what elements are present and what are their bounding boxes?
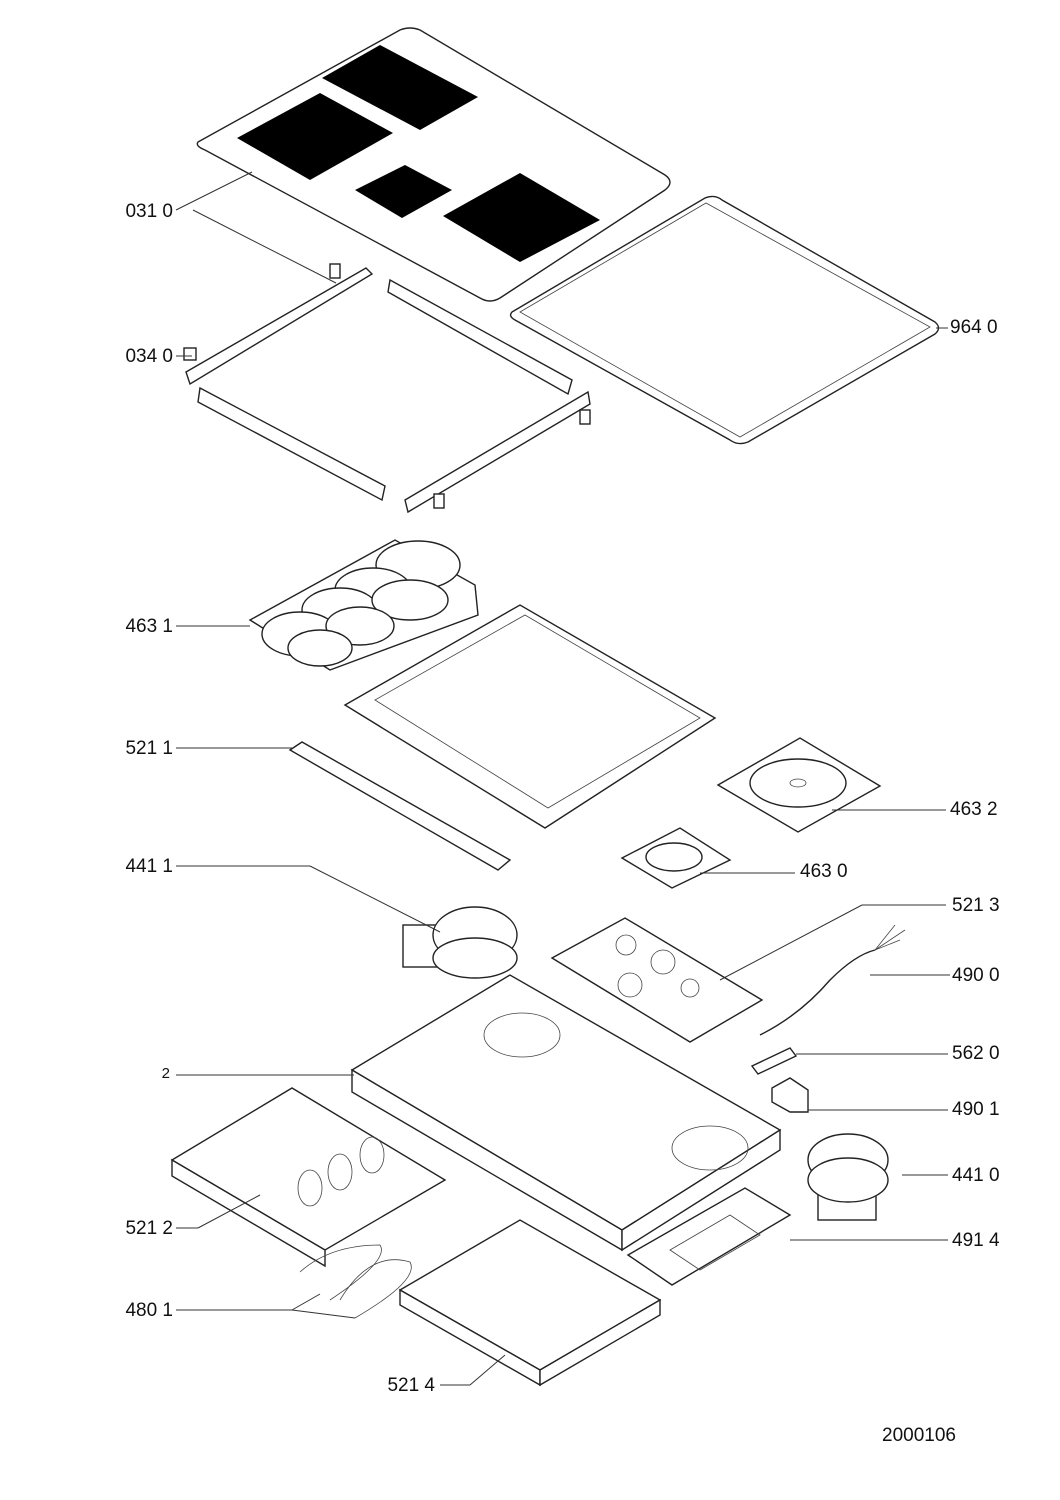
cooling-fan-left — [402, 906, 518, 979]
control-strip — [288, 741, 512, 871]
cooking-zone-1 — [322, 45, 478, 130]
label-5212: 521 2 — [125, 1218, 173, 1239]
induction-coil-plate — [248, 539, 479, 671]
support-tray — [343, 604, 717, 829]
label-0310: 031 0 — [125, 201, 173, 222]
label-4410: 441 0 — [952, 1165, 1000, 1186]
label-5620: 562 0 — [952, 1043, 1000, 1064]
power-board-left — [170, 1087, 447, 1268]
cooking-zone-4 — [443, 173, 600, 262]
wire-harness — [299, 1244, 412, 1319]
leader-lines — [175, 171, 950, 1386]
label-4901: 490 1 — [952, 1099, 1000, 1120]
label-4411: 441 1 — [125, 856, 173, 877]
label-4632: 463 2 — [950, 799, 998, 820]
power-board-right — [550, 917, 764, 1043]
label-4630: 463 0 — [800, 861, 848, 882]
label-5214: 521 4 — [387, 1375, 435, 1396]
label-5213: 521 3 — [952, 895, 1000, 916]
power-board-bottom — [398, 1219, 662, 1387]
label-4900: 490 0 — [952, 965, 1000, 986]
frame-rails — [183, 263, 591, 514]
label-4631: 463 1 — [125, 616, 173, 637]
glass-ceramic-top — [196, 27, 671, 302]
label-9640: 964 0 — [950, 317, 998, 338]
label-0340: 034 0 — [125, 346, 173, 367]
coil-large — [716, 737, 882, 833]
cable-clamp — [771, 1077, 809, 1113]
control-board — [626, 1187, 792, 1286]
drawing-number: 2000106 — [882, 1425, 956, 1446]
cooking-zone-3 — [355, 165, 452, 218]
base-housing — [350, 974, 782, 1252]
coil-small — [620, 827, 732, 889]
label-2: 2 — [161, 1065, 170, 1082]
fuse — [750, 1047, 798, 1075]
cooling-fan-right — [807, 1133, 889, 1221]
mains-cable — [759, 924, 906, 1036]
label-5211: 521 1 — [125, 738, 173, 759]
cooking-zone-2 — [237, 93, 393, 180]
label-4801: 480 1 — [125, 1300, 173, 1321]
label-4914: 491 4 — [952, 1230, 1000, 1251]
gasket-seal — [509, 195, 940, 445]
